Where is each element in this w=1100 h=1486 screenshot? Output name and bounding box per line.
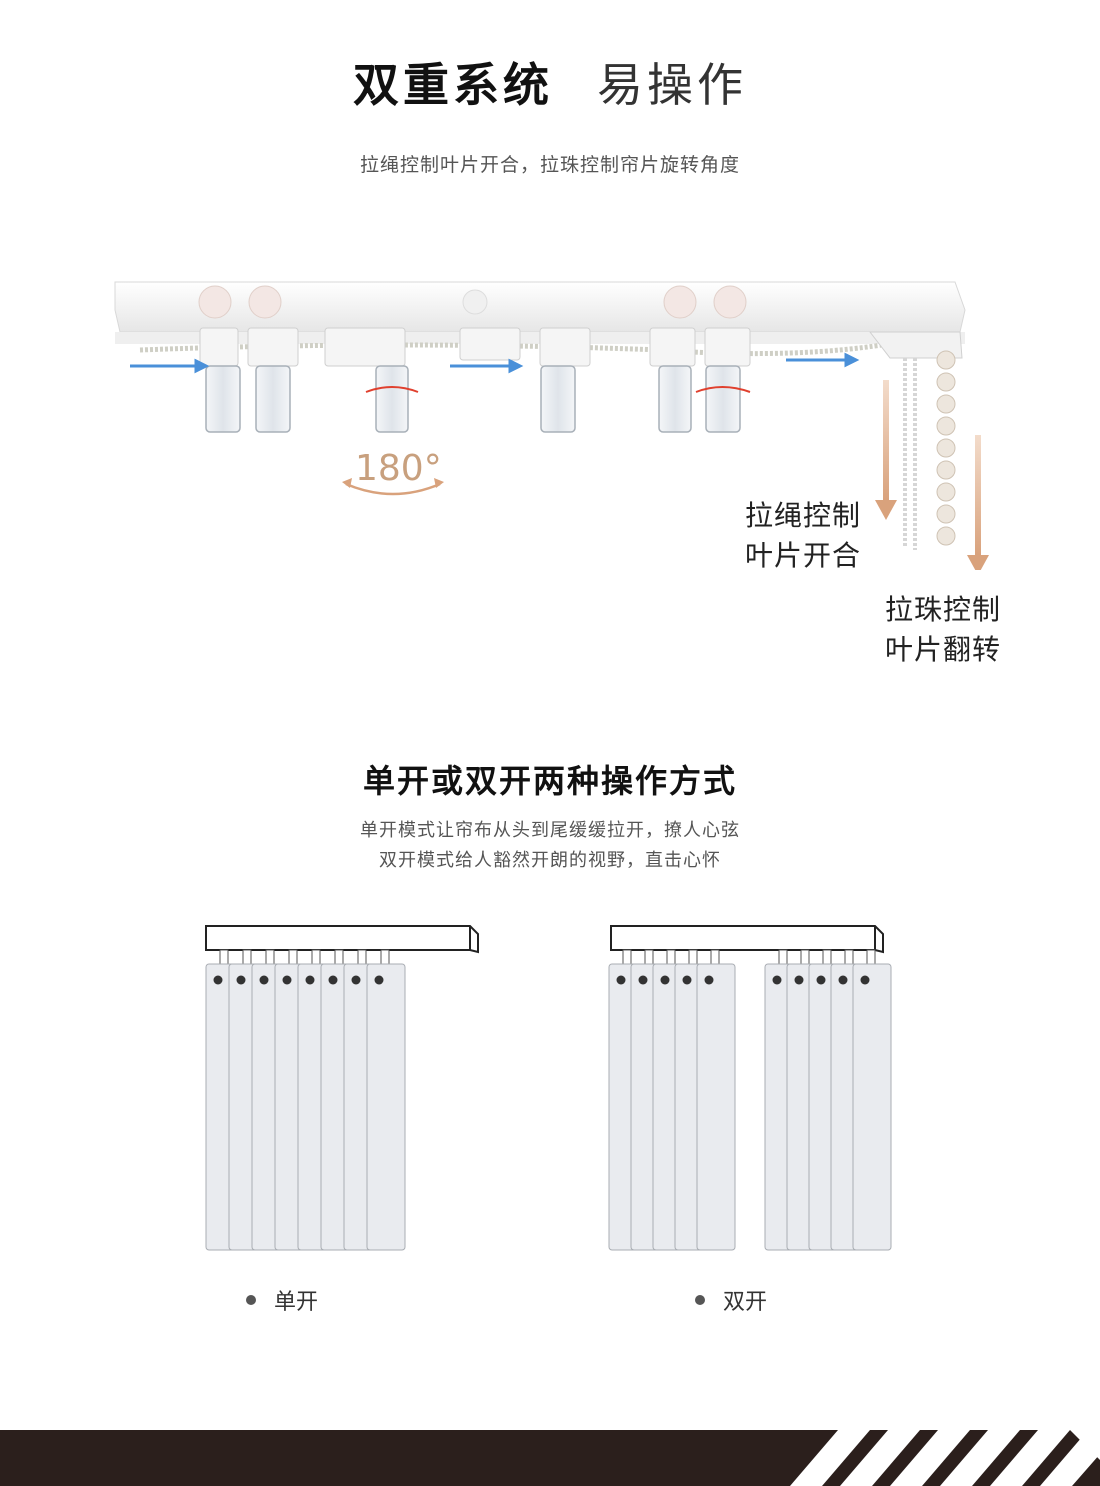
rope-label: 拉绳控制 叶片开合 bbox=[745, 496, 861, 576]
rotation-label: 180° bbox=[355, 448, 442, 489]
double-open-illustration bbox=[608, 925, 892, 1251]
bead-label: 拉珠控制 叶片翻转 bbox=[885, 590, 1001, 670]
single-open-label: 单开 bbox=[274, 1290, 319, 1315]
blind-slat bbox=[852, 963, 892, 1251]
slat-hook bbox=[265, 949, 275, 965]
double-open-label: 双开 bbox=[723, 1290, 768, 1315]
slat-weight bbox=[772, 975, 782, 985]
title-light: 易操作 bbox=[597, 58, 747, 112]
single-open-caption: 单开 bbox=[246, 1284, 318, 1316]
page-subtitle: 拉绳控制叶片开合，拉珠控制帘片旋转角度 bbox=[359, 154, 740, 176]
rotation-arc-icon bbox=[342, 478, 444, 496]
slat-hook bbox=[710, 949, 720, 965]
slat-hook bbox=[311, 949, 321, 965]
slat-weight bbox=[282, 975, 292, 985]
slat-weight bbox=[838, 975, 848, 985]
slat-hook bbox=[357, 949, 367, 965]
slat-weight bbox=[682, 975, 692, 985]
slat-weight bbox=[794, 975, 804, 985]
slat-hook bbox=[219, 949, 229, 965]
modes-desc-line2: 双开模式给人豁然开朗的视野，直击心怀 bbox=[379, 850, 721, 871]
single-open-illustration bbox=[205, 925, 479, 1251]
page-title: 双重系统 易操作 bbox=[0, 52, 1100, 112]
slat-hook bbox=[622, 949, 632, 965]
slat-weight bbox=[236, 975, 246, 985]
slat-hook bbox=[288, 949, 298, 965]
slat-hook bbox=[688, 949, 698, 965]
slat-hook bbox=[334, 949, 344, 965]
slat-weight bbox=[374, 975, 384, 985]
modes-description: 单开模式让帘布从头到尾缓缓拉开，撩人心弦 双开模式给人豁然开朗的视野，直击心怀 bbox=[0, 816, 1100, 876]
slat-weight bbox=[816, 975, 826, 985]
slat-hook bbox=[866, 949, 876, 965]
bullet-icon bbox=[695, 1295, 705, 1305]
slat-hook bbox=[800, 949, 810, 965]
stripe-decoration bbox=[790, 1430, 1100, 1486]
bead-label-line1: 拉珠控制 bbox=[885, 593, 1002, 626]
slat-weight bbox=[351, 975, 361, 985]
slat-hook bbox=[380, 949, 390, 965]
slat-hook bbox=[242, 949, 252, 965]
slat-weight bbox=[660, 975, 670, 985]
bullet-icon bbox=[246, 1295, 256, 1305]
slat-hook bbox=[844, 949, 854, 965]
track-illustration bbox=[114, 281, 989, 570]
double-open-caption: 双开 bbox=[695, 1284, 767, 1316]
slat-weight bbox=[638, 975, 648, 985]
blind-slat bbox=[696, 963, 736, 1251]
title-bold: 双重系统 bbox=[353, 58, 553, 112]
modes-desc-line1: 单开模式让帘布从头到尾缓缓拉开，撩人心弦 bbox=[360, 820, 740, 841]
modes-title: 单开或双开两种操作方式 bbox=[362, 762, 737, 800]
slat-hook bbox=[822, 949, 832, 965]
slat-weight bbox=[860, 975, 870, 985]
slat-hook bbox=[778, 949, 788, 965]
bead-label-line2: 叶片翻转 bbox=[885, 633, 1002, 666]
slat-weight bbox=[704, 975, 714, 985]
blind-slat bbox=[366, 963, 406, 1251]
slat-weight bbox=[213, 975, 223, 985]
slat-hook bbox=[666, 949, 676, 965]
footer-bar bbox=[0, 1430, 1100, 1486]
rope-label-line1: 拉绳控制 bbox=[745, 499, 862, 532]
slat-weight bbox=[305, 975, 315, 985]
rope-label-line2: 叶片开合 bbox=[745, 539, 862, 572]
slat-weight bbox=[328, 975, 338, 985]
slat-hook bbox=[644, 949, 654, 965]
slat-weight bbox=[616, 975, 626, 985]
slat-weight bbox=[259, 975, 269, 985]
